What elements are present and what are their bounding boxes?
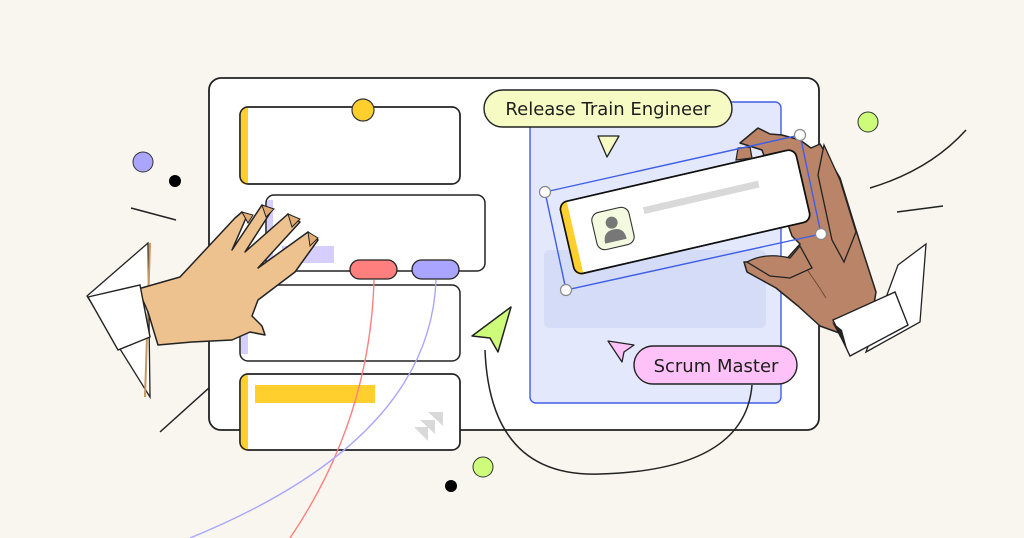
decor-dot-lavender — [132, 151, 154, 173]
right-hand-fingers — [735, 146, 753, 161]
selection-box[interactable] — [538, 128, 828, 297]
scrum-master-text: Scrum Master — [654, 356, 779, 377]
red-connector-line — [289, 279, 375, 538]
decor-dot-lime — [857, 111, 879, 133]
decor-dot-lime — [472, 456, 494, 478]
selection-handle[interactable] — [814, 227, 828, 241]
purple-connector-line — [189, 279, 437, 538]
yellow-pin — [351, 98, 375, 122]
selection-handle[interactable] — [793, 128, 807, 142]
cursor-yellow-icon — [597, 135, 620, 158]
selection-handle[interactable] — [559, 283, 573, 297]
cursor-pink-icon — [607, 340, 635, 363]
left-hand — [86, 204, 319, 400]
decor-dot-black — [445, 480, 457, 492]
card-3[interactable] — [239, 284, 461, 362]
decor-dot-black — [169, 175, 181, 187]
scrum-master-label[interactable]: Scrum Master — [633, 345, 798, 385]
card-4[interactable] — [239, 373, 461, 451]
decor-stroke — [130, 207, 177, 221]
card-1[interactable] — [239, 106, 461, 185]
purple-tag[interactable] — [411, 259, 460, 280]
jira-logo-icon — [414, 412, 443, 441]
decor-stroke — [896, 205, 944, 213]
cursor-green-icon[interactable] — [471, 306, 512, 353]
red-tag[interactable] — [349, 259, 398, 280]
user-avatar-icon — [591, 206, 635, 251]
selection-handle[interactable] — [538, 185, 552, 199]
card-4-title-bar — [255, 385, 375, 403]
release-train-engineer-text: Release Train Engineer — [505, 99, 711, 120]
curved-connector — [484, 349, 753, 475]
release-train-engineer-label[interactable]: Release Train Engineer — [483, 89, 733, 128]
right-hand-thumb — [745, 244, 813, 279]
held-card-title-bar — [642, 180, 760, 215]
decor-stroke — [869, 129, 967, 189]
held-role-card[interactable] — [559, 149, 811, 276]
